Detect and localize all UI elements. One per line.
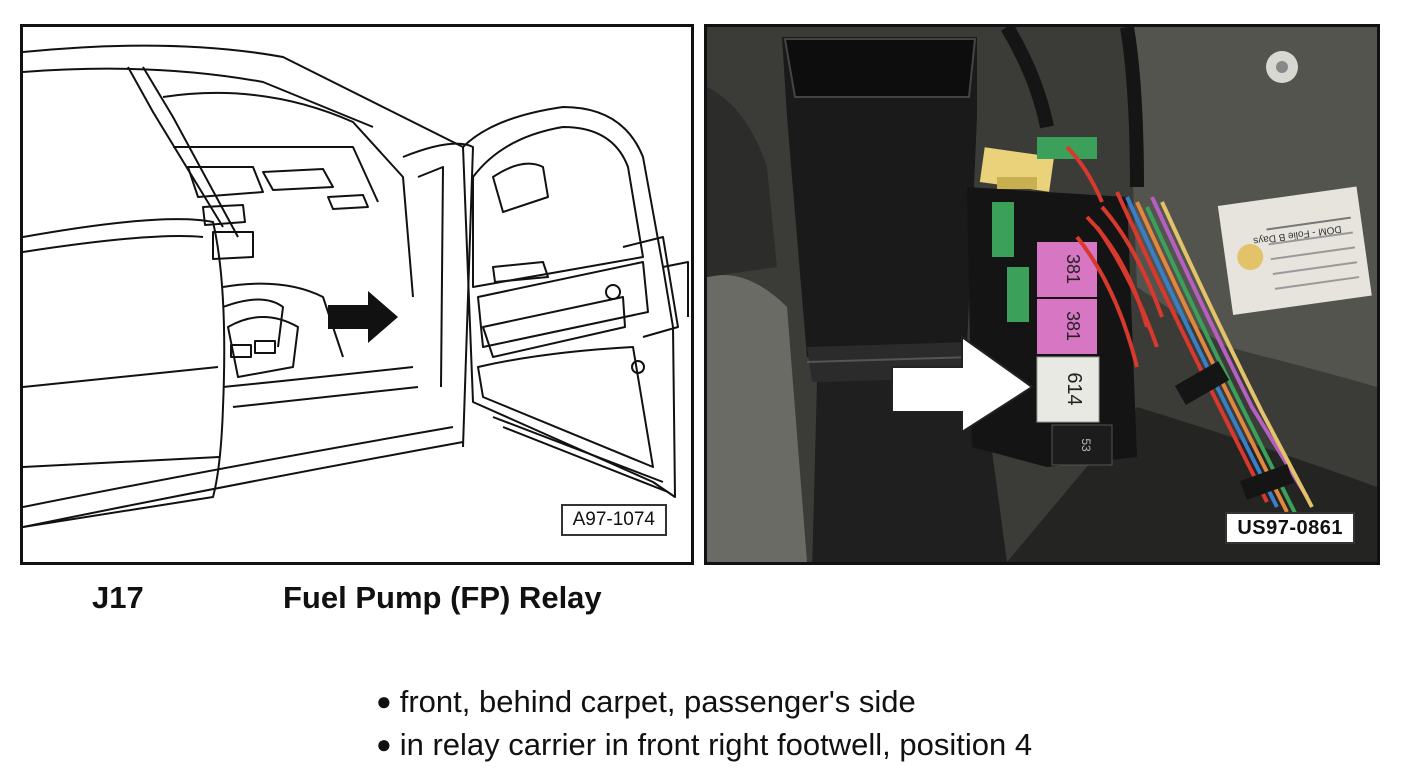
component-code: J17: [92, 580, 144, 615]
left-figure-id: A97-1074: [560, 504, 667, 536]
location-arrow: [328, 291, 398, 343]
location-item: ●front, behind carpet, passenger's side: [376, 680, 1032, 723]
component-name: Fuel Pump (FP) Relay: [283, 580, 602, 615]
position-arrow: [891, 335, 1034, 434]
car-line-drawing: [23, 44, 689, 528]
car-door-illustration: A97-1074: [20, 24, 694, 565]
location-list: ●front, behind carpet, passenger's side …: [376, 680, 1032, 766]
location-item: ●in relay carrier in front right footwel…: [376, 723, 1032, 766]
label-sticker: [1217, 186, 1372, 315]
relay-label-1: 381: [1063, 254, 1083, 284]
location-text: in relay carrier in front right footwell…: [399, 727, 1033, 762]
relay-label-4: 53: [1079, 438, 1093, 452]
relay-label-2: 381: [1063, 311, 1083, 341]
relay-carrier-photo: 381 381 614 53 DOM - Folie B Days US97-0…: [704, 24, 1380, 565]
relay-carrier-drawing: 381 381 614 53 DOM - Folie B Days: [707, 27, 1377, 562]
location-text: front, behind carpet, passenger's side: [399, 684, 916, 719]
right-figure-id: US97-0861: [1225, 512, 1355, 544]
bullet-icon: ●: [376, 729, 392, 759]
bullet-icon: ●: [376, 686, 392, 716]
relay-label-j17: 614: [1063, 372, 1085, 405]
